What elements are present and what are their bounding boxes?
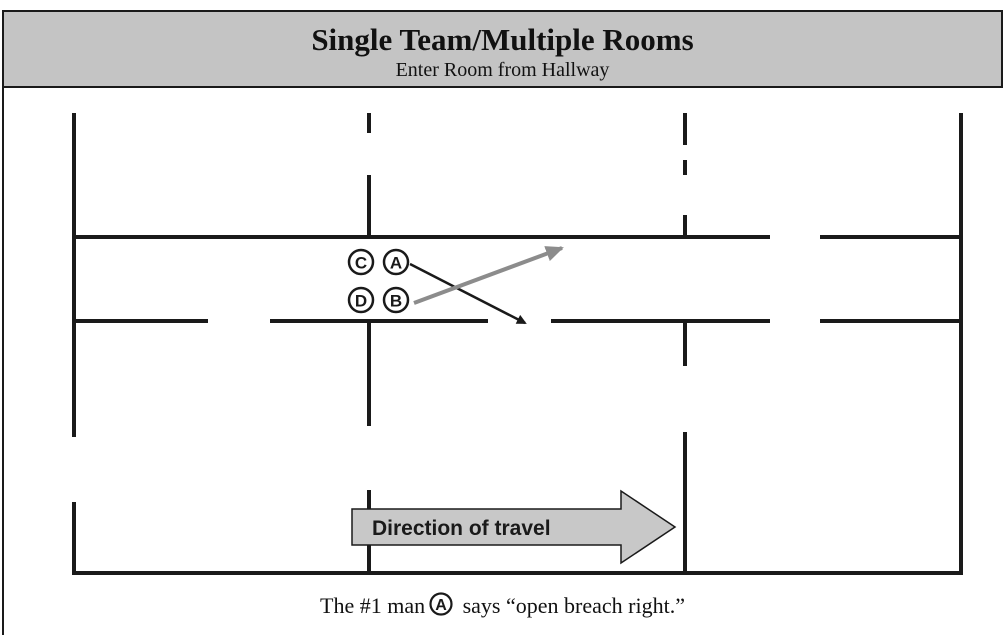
caption-badge-circle xyxy=(429,592,453,616)
team-member-d-circle xyxy=(347,286,375,314)
diagram-title: Single Team/Multiple Rooms xyxy=(311,22,694,57)
team-member-b-circle xyxy=(382,286,410,314)
direction-arrow-label: Direction of travel xyxy=(372,517,551,540)
direction-arrow-shape xyxy=(351,489,677,565)
team-member-a: A xyxy=(382,248,410,276)
caption-text-before: The #1 man xyxy=(320,593,426,618)
caption-badge-letter: A xyxy=(435,597,447,614)
movement-arrow-a xyxy=(409,262,527,325)
diagram-subtitle: Enter Room from Hallway xyxy=(395,59,610,81)
direction-of-travel-arrow: Direction of travel xyxy=(351,489,677,565)
team-member-b-letter: B xyxy=(390,292,402,311)
frame-left-border xyxy=(2,88,4,635)
team-member-a-letter: A xyxy=(390,254,402,273)
caption-member-badge: A xyxy=(429,592,453,623)
movement-arrow-b xyxy=(413,246,564,305)
team-member-d: D xyxy=(347,286,375,314)
team-member-c-circle xyxy=(347,248,375,276)
team-member-c-letter: C xyxy=(355,254,367,273)
diagram-caption: The #1 man A says “open breach right.” xyxy=(0,592,1005,623)
caption-badge-svg: A xyxy=(429,592,453,616)
title-banner: Single Team/Multiple Rooms Enter Room fr… xyxy=(2,10,1003,88)
caption-text-after: says “open breach right.” xyxy=(457,593,685,618)
team-member-a-circle xyxy=(382,248,410,276)
team-member-d-letter: D xyxy=(355,292,367,311)
team-member-b: B xyxy=(382,286,410,314)
team-member-c: C xyxy=(347,248,375,276)
walls xyxy=(72,113,963,575)
